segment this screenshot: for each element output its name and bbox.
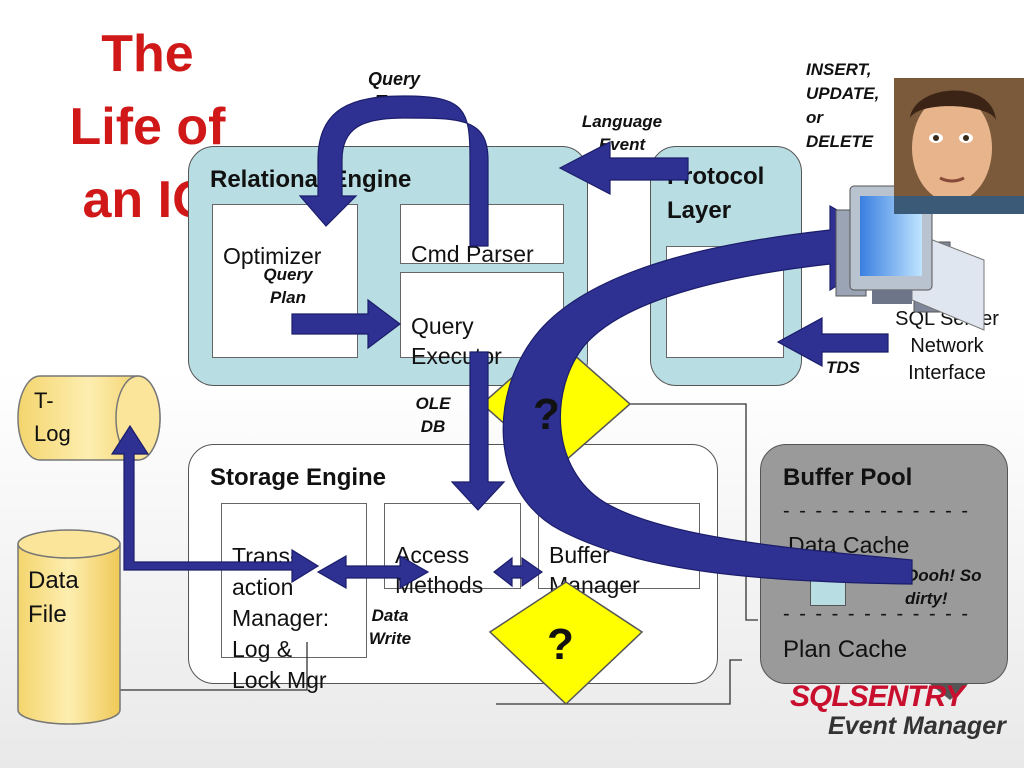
storage-engine-header: Storage Engine <box>210 464 387 491</box>
data-file-cylinder <box>17 529 121 725</box>
optimizer-box: Optimizer <box>212 204 358 358</box>
transaction-manager-box: Trans- action Manager: Log & Lock Mgr <box>221 503 367 693</box>
query-tree-arrow <box>298 95 489 247</box>
dirty-note: Oooh! So dirty! <box>905 566 982 608</box>
question-mark-upper: ? <box>533 390 560 439</box>
buffer-pool-divider-top: - - - - - - - - - - - - <box>783 500 971 522</box>
tm-access-double-arrow <box>316 554 430 590</box>
plan-cache-label: Plan Cache <box>783 636 908 663</box>
relational-engine-header: Relational Engine <box>210 166 412 193</box>
data-file-label: Data File <box>28 567 79 628</box>
logo-line2: Event Manager <box>828 712 1006 740</box>
large-return-arrow <box>502 204 913 585</box>
tds-label: TDS <box>826 358 860 377</box>
person-photo <box>894 78 1024 214</box>
data-write-label: Data Write <box>368 606 412 648</box>
data-write-line <box>104 642 308 691</box>
t-log-label: T- Log <box>34 388 71 446</box>
optimizer-label: Optimizer <box>223 243 322 269</box>
protocol-layer-header: Protocol Layer <box>667 163 765 224</box>
ole-db-arrow <box>450 351 506 511</box>
buffer-pool-header: Buffer Pool <box>783 464 913 491</box>
ole-db-label: OLE DB <box>415 394 451 436</box>
access-methods-box: Access Methods <box>384 503 521 598</box>
decision-diamond-lower <box>488 581 644 706</box>
logo-line1: SQLSENTRY <box>790 680 965 713</box>
query-plan-label: Query Plan <box>263 265 313 307</box>
logo-swoosh <box>930 684 968 700</box>
insert-update-delete-label: INSERT, UPDATE, or DELETE <box>806 60 880 151</box>
transaction-manager-label: Trans- action Manager: Log & Lock Mgr <box>232 543 330 693</box>
tds-arrow <box>776 316 889 368</box>
access-buffer-double-arrow <box>493 556 544 588</box>
question-mark-lower: ? <box>547 620 574 669</box>
buffer-pool-divider-bottom: - - - - - - - - - - - - <box>783 603 971 625</box>
connector-line-upper <box>630 403 758 621</box>
t-log-arrow <box>110 424 320 584</box>
connector-line-lower <box>496 659 742 705</box>
slide-title: The Life of an IO <box>69 25 226 229</box>
language-event-arrow <box>558 141 689 195</box>
query-plan-arrow <box>291 298 401 350</box>
